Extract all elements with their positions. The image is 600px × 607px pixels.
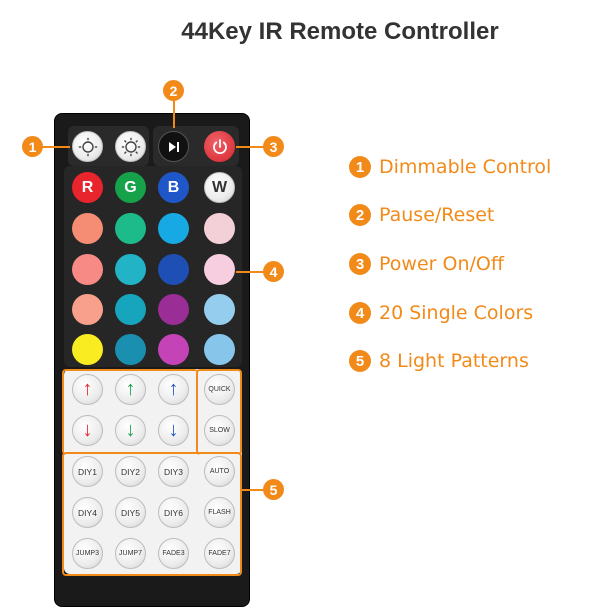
callout-4: 4 [263,261,284,282]
color-button-8[interactable] [204,254,235,285]
callout-line-5 [242,489,266,491]
color-button-14[interactable] [115,334,146,365]
patterns-frame-top [196,369,242,455]
red-up-button[interactable]: ↑ [72,374,103,405]
callout-line-4 [236,271,266,273]
color-button-16[interactable] [204,334,235,365]
legend-label: Pause/Reset [379,204,495,226]
legend-label: Dimmable Control [379,156,552,178]
callout-2: 2 [163,80,184,101]
red-button[interactable]: R [72,172,103,203]
color-button-15[interactable] [158,334,189,365]
diy6-button[interactable]: DIY6 [158,497,189,528]
red-down-button[interactable]: ↓ [72,415,103,446]
jump7-button[interactable]: JUMP7 [115,538,146,569]
quick-button[interactable]: QUICK [204,374,235,405]
color-button-11[interactable] [158,294,189,325]
blue-button[interactable]: B [158,172,189,203]
patterns-frame-main [62,452,242,576]
color-button-4[interactable] [204,213,235,244]
auto-button[interactable]: AUTO [204,456,235,487]
callout-5: 5 [263,479,284,500]
patterns-frame-left [62,369,198,455]
legend-item-pause: 2 Pause/Reset [349,204,494,226]
sun-dim-icon [78,137,97,156]
play-pause-icon [168,141,179,152]
green-down-button[interactable]: ↓ [115,415,146,446]
fade7-button[interactable]: FADE7 [204,538,235,569]
jump3-button[interactable]: JUMP3 [72,538,103,569]
color-button-3[interactable] [158,213,189,244]
green-up-button[interactable]: ↑ [115,374,146,405]
dim-up-button[interactable] [115,131,146,162]
power-icon [212,138,227,154]
color-button-5[interactable] [72,254,103,285]
legend-item-patterns: 5 8 Light Patterns [349,350,529,372]
sun-bright-icon [121,137,140,156]
color-button-1[interactable] [72,213,103,244]
callout-3: 3 [263,136,284,157]
diy2-button[interactable]: DIY2 [115,456,146,487]
color-button-12[interactable] [204,294,235,325]
diy4-button[interactable]: DIY4 [72,497,103,528]
legend-label: 8 Light Patterns [379,350,529,372]
blue-down-button[interactable]: ↓ [158,415,189,446]
legend-label: 20 Single Colors [379,302,534,324]
color-button-13[interactable] [72,334,103,365]
legend-item-colors: 4 20 Single Colors [349,302,533,324]
legend-number: 1 [349,156,371,178]
green-button[interactable]: G [115,172,146,203]
color-button-6[interactable] [115,254,146,285]
diy3-button[interactable]: DIY3 [158,456,189,487]
play-pause-button[interactable] [158,131,189,162]
color-button-7[interactable] [158,254,189,285]
callout-line-2 [173,98,175,128]
color-button-2[interactable] [115,213,146,244]
flash-button[interactable]: FLASH [204,497,235,528]
legend-number: 3 [349,253,371,275]
callout-line-1 [40,146,70,148]
white-button[interactable]: W [204,172,235,203]
legend-number: 5 [349,350,371,372]
diy1-button[interactable]: DIY1 [72,456,103,487]
callout-line-3 [236,146,266,148]
dim-down-button[interactable] [72,131,103,162]
slow-button[interactable]: SLOW [204,415,235,446]
diy5-button[interactable]: DIY5 [115,497,146,528]
fade3-button[interactable]: FADE3 [158,538,189,569]
legend-number: 2 [349,204,371,226]
legend-number: 4 [349,302,371,324]
callout-1: 1 [22,136,43,157]
legend-item-dimmable: 1 Dimmable Control [349,156,551,178]
legend-label: Power On/Off [379,253,504,275]
color-button-9[interactable] [72,294,103,325]
legend-item-power: 3 Power On/Off [349,253,504,275]
power-button[interactable] [204,131,235,162]
blue-up-button[interactable]: ↑ [158,374,189,405]
page-title: 44Key IR Remote Controller [181,18,499,45]
color-button-10[interactable] [115,294,146,325]
